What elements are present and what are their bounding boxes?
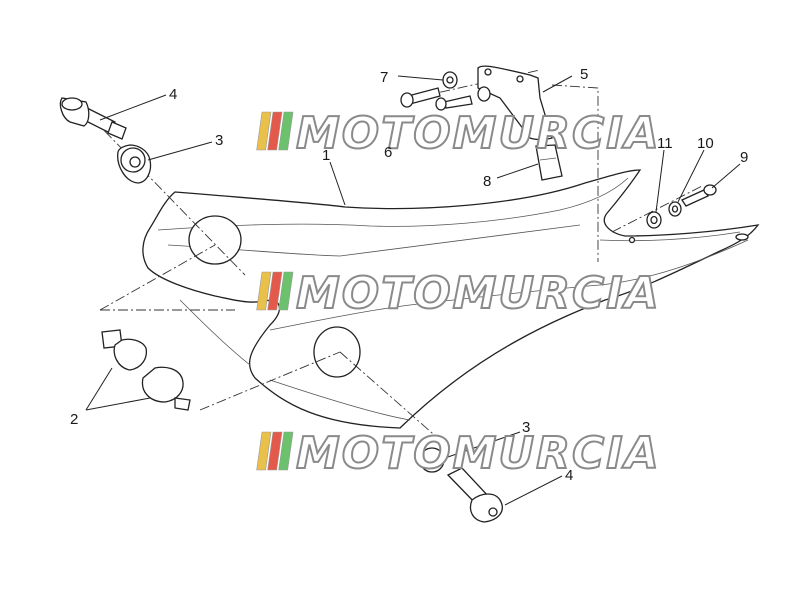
callout-2: 2: [70, 411, 78, 428]
watermark-stripe-green: [278, 111, 294, 151]
bracket-part: [477, 65, 553, 141]
callout-4-top: 4: [169, 86, 177, 103]
callout-3-bottom: 3: [522, 419, 530, 436]
callout-11: 11: [657, 135, 673, 152]
bolt-top-left-part: [59, 97, 127, 140]
callout-8: 8: [483, 173, 491, 190]
assembly-lines: [91, 69, 703, 441]
spacers-part: [101, 329, 191, 411]
watermark-top: MOTOMURCIA: [256, 107, 661, 160]
watermark-middle: MOTOMURCIA: [256, 267, 661, 320]
callout-6: 6: [384, 144, 392, 161]
clip-part: [535, 144, 563, 181]
callout-4-bottom: 4: [565, 467, 573, 484]
watermark-stripe-red: [267, 271, 283, 311]
watermark-stripe-green: [278, 271, 294, 311]
grommet-top-part: [117, 144, 152, 184]
callout-9: 9: [740, 149, 748, 166]
callout-3-top: 3: [215, 132, 223, 149]
watermark-stripe-yellow: [256, 431, 272, 471]
grommet-bottom-part: [419, 447, 445, 473]
watermark-bottom: MOTOMURCIA: [256, 427, 661, 480]
bolt-bottom-part: [446, 467, 503, 523]
callout-1: 1: [322, 147, 330, 164]
watermark-text: MOTOMURCIA: [296, 428, 661, 479]
callout-10: 10: [697, 135, 714, 152]
watermark-stripe-yellow: [256, 271, 272, 311]
watermark-stripe-green: [278, 431, 294, 471]
callout-7: 7: [380, 69, 388, 86]
watermark-stripe-red: [267, 111, 283, 151]
watermark-text: MOTOMURCIA: [296, 108, 661, 159]
screws-part: [400, 71, 491, 111]
watermark-text: MOTOMURCIA: [296, 268, 661, 319]
screw-washers-part: [646, 184, 717, 229]
watermark-stripe-yellow: [256, 111, 272, 151]
callout-labels: 1 2 3 3 4 4 5 6 7 8 9 10 11: [70, 66, 748, 484]
watermark-stripe-red: [267, 431, 283, 471]
callout-5: 5: [580, 66, 588, 83]
leader-lines: [85, 75, 741, 506]
side-panel-part: [142, 169, 760, 429]
